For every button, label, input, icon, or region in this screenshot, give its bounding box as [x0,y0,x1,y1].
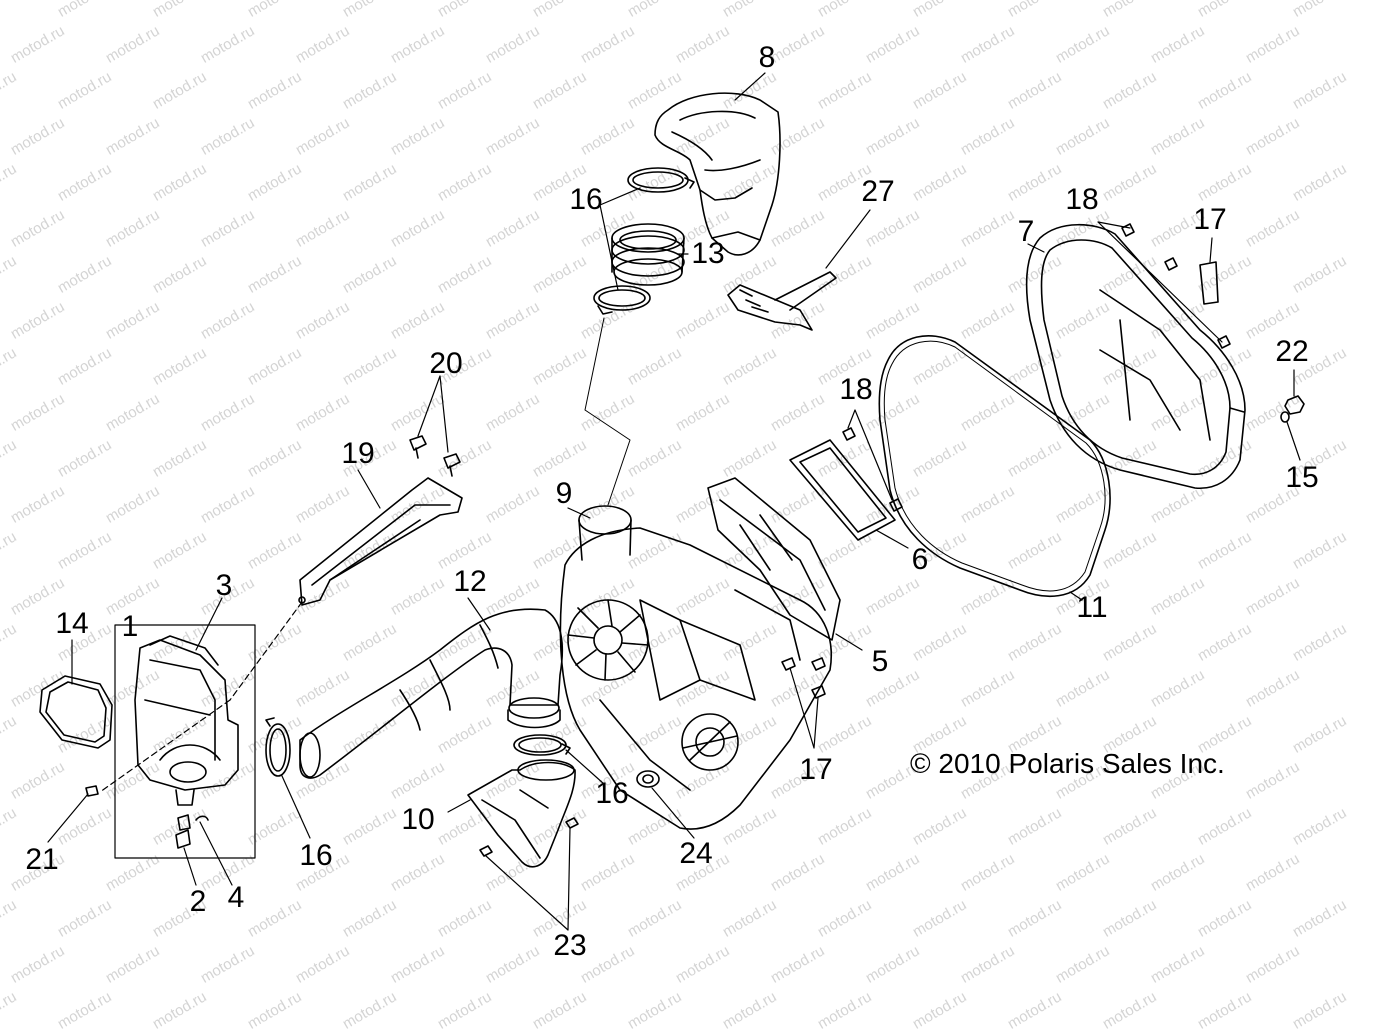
part-27-bracket [727,271,837,331]
part-1-airbox-assembly [114,624,256,859]
callout-22: 20 [429,347,463,380]
callout-9: 9 [555,477,573,510]
part-18-screws [1121,223,1231,349]
part-10-lower-duct [467,759,576,868]
callout-27: 27 [861,175,895,208]
callout-4: 4 [227,881,245,914]
callout-16-left: 16 [299,839,333,872]
callout-2: 2 [189,885,207,918]
callout-25: 23 [553,929,587,962]
copyright-notice: © 2010 Polaris Sales Inc. [910,748,1225,779]
part-12-duct [299,608,564,779]
part-7-outer-cover [1025,223,1246,489]
callout-6: 6 [911,543,929,576]
callout-13: 13 [691,237,725,270]
callout-21: 19 [341,437,375,470]
callout-19: 17 [799,753,833,786]
callout-1: 1 [121,610,139,643]
part-14-gasket [39,675,113,749]
part-19-bolts [781,657,826,699]
callout-24: 22 [1275,335,1309,368]
part-26-seal [636,770,660,788]
callout-8: 8 [758,41,776,74]
part-15-washer [1280,411,1290,423]
part-6-plate [789,439,896,541]
callout-23: 21 [25,843,59,876]
part-16-clamp-top [627,167,695,193]
callout-17: 17 [1193,203,1227,236]
part-11-gasket [878,335,1111,598]
part-16-clamp-middle [593,285,651,315]
callout-15: 15 [1285,461,1319,494]
callout-7: 7 [1017,215,1035,248]
part-16-clamp-left [265,717,291,777]
part-24-nut [1284,395,1305,415]
callout-5: 5 [871,645,889,678]
callout-10: 10 [401,803,435,836]
callout-16-top: 16 [569,183,603,216]
callout-18: 18 [1065,183,1099,216]
part-4-clip [195,815,209,821]
callout-14: 14 [55,607,89,640]
part-23-screw [85,785,99,797]
callout-12: 12 [453,565,487,598]
part-13-coupler [611,223,685,286]
part-5-heat-shield [707,477,841,641]
part-2-drain-plug [175,814,191,849]
callout-3: 3 [215,569,233,602]
callout-11: 11 [1076,591,1108,624]
part-16-clamp-lower [513,734,571,756]
part-21-bracket [298,477,463,606]
leader-lines [47,72,1301,931]
part-25-screws [479,817,579,857]
part-17-label [1199,261,1219,305]
part-22-bolts [409,435,461,477]
callout-16-lower: 16 [595,777,629,810]
callout-26: 24 [679,837,713,870]
part-8-intake-duct [654,92,781,256]
callout-20: 18 [839,373,873,406]
part-9-inner-cover [559,505,832,830]
